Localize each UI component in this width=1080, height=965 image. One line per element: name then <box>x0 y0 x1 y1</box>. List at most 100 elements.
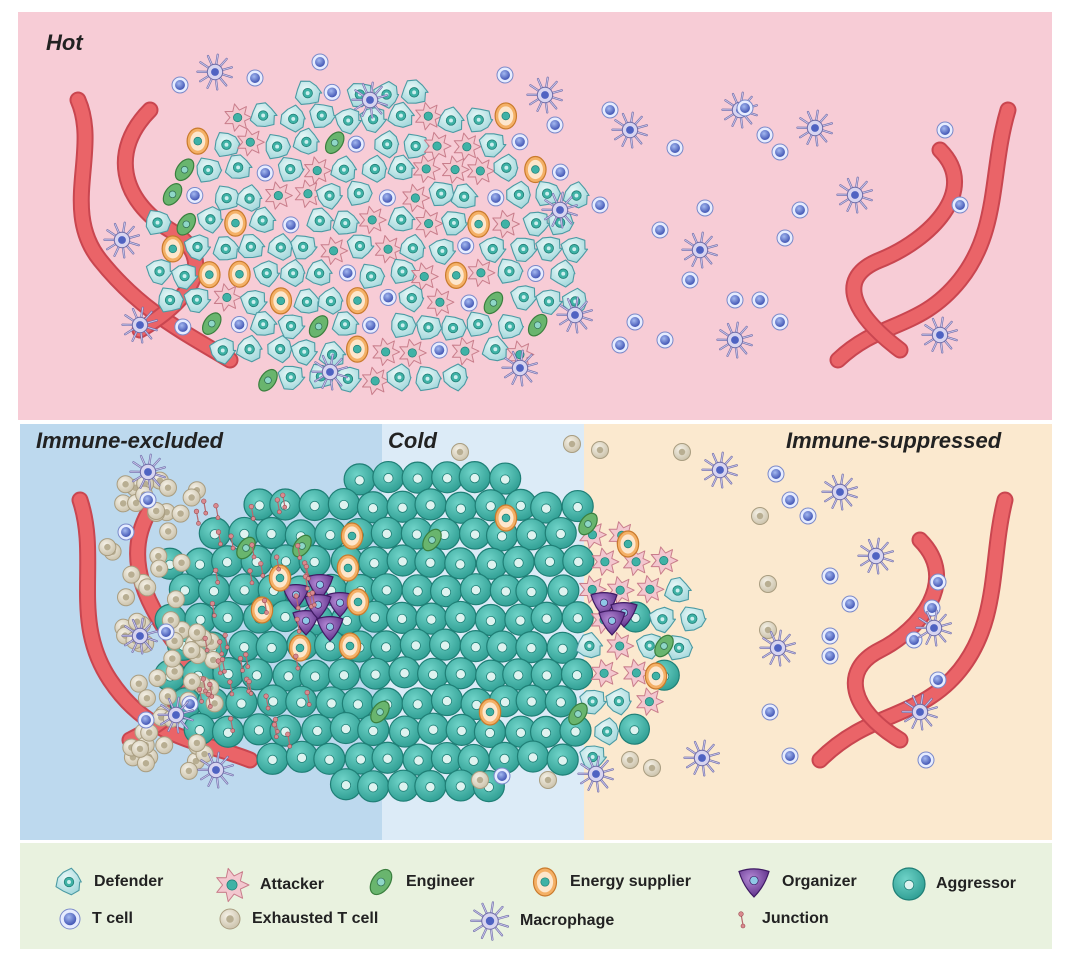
defender-cell <box>442 363 469 392</box>
attacker-cell <box>359 205 387 235</box>
aggressor-cell <box>559 714 592 747</box>
engineer-cell <box>578 512 598 536</box>
aggressor-cell <box>515 574 548 608</box>
legend-item-attacker: Attacker <box>212 865 324 905</box>
energy-cell <box>268 564 292 592</box>
defender-cell <box>145 209 172 236</box>
junction-mark <box>249 542 257 560</box>
aggressor-cell <box>344 742 377 775</box>
junction-mark <box>222 632 230 650</box>
legend-item-exhausted-t-cell: Exhausted T cell <box>216 905 378 933</box>
aggressor-cell <box>486 630 519 663</box>
junction-mark <box>303 563 311 581</box>
tcell-cell <box>137 711 155 729</box>
macrophage-cell <box>197 751 234 789</box>
macrophage-cell <box>796 109 833 147</box>
attacker-cell <box>415 209 444 238</box>
defender-cell <box>277 314 306 340</box>
defender-cell <box>277 156 305 182</box>
aggressor-cell <box>429 575 463 608</box>
attacker-cell <box>362 366 390 396</box>
macrophage-cell <box>526 76 563 114</box>
junction-mark <box>274 554 281 572</box>
defender-cell <box>214 185 241 211</box>
tcell-cell <box>139 491 157 509</box>
defender-cell <box>277 365 306 391</box>
tcell-cell <box>460 294 478 312</box>
t-cell-icon <box>59 908 81 930</box>
tcell-cell <box>457 237 475 255</box>
engineer-cell <box>236 536 256 560</box>
defender-cell <box>391 312 417 338</box>
tcell-cell <box>282 216 300 234</box>
tcell-cell <box>771 313 789 331</box>
engineer-cell <box>174 158 195 182</box>
aggressor-cell <box>228 630 261 663</box>
organizer-cell <box>306 574 334 600</box>
tcell-cell <box>493 767 511 785</box>
aggressor-cell <box>415 602 448 635</box>
junction-mark <box>201 498 209 516</box>
tcell-cell <box>379 288 397 306</box>
defender-cell <box>522 211 551 237</box>
defender-cell <box>309 103 337 129</box>
defender-cell <box>387 206 416 232</box>
exhausted-cell <box>471 771 489 789</box>
legend-item-junction: Junction <box>730 905 829 933</box>
defender-cell <box>667 635 694 661</box>
tcell-cell <box>171 76 189 94</box>
exhausted-cell <box>148 668 167 687</box>
exhausted-cell <box>166 590 185 609</box>
attacker-cell <box>426 288 455 317</box>
legend-label-junction: Junction <box>762 910 829 927</box>
attacker-cell <box>591 659 619 688</box>
defender-cell <box>478 236 507 264</box>
exhausted-cell <box>621 751 639 769</box>
tcell-cell <box>186 186 204 204</box>
tcell-cell <box>656 331 674 349</box>
junction-mark <box>247 568 255 586</box>
aggressor-cell <box>504 715 537 748</box>
exhausted-cell <box>117 588 136 607</box>
aggressor-cell <box>458 517 492 550</box>
junction-mark <box>217 639 225 657</box>
aggressor-cell <box>399 628 432 661</box>
defender-cell <box>506 180 531 209</box>
junction-mark <box>280 492 288 510</box>
macrophage-cell <box>915 609 952 647</box>
engineer-cell <box>176 212 197 236</box>
attacker-cell <box>606 631 635 661</box>
exhausted-cell <box>751 507 769 525</box>
legend-item-t-cell: T cell <box>56 905 133 933</box>
aggressor-cell <box>370 573 403 606</box>
aggressor-cell <box>504 603 537 636</box>
tcell-cell <box>339 264 357 282</box>
tcell-cell <box>157 623 175 641</box>
exhausted-cell <box>539 771 557 789</box>
defender-cell <box>145 259 174 286</box>
tcell-cell <box>174 318 192 336</box>
aggressor-cell <box>414 488 447 521</box>
attacker-cell <box>374 235 403 264</box>
aggressor-cell <box>444 657 477 690</box>
legend-item-energy-supplier: Energy supplier <box>528 865 691 899</box>
aggressor-cell <box>561 489 594 523</box>
macrophage-cell <box>759 629 796 667</box>
aggressor-cell <box>546 743 579 776</box>
defender-cell <box>249 102 278 128</box>
defender-cell <box>293 288 322 314</box>
aggressor-cell <box>546 631 579 664</box>
defender-cell <box>510 237 538 263</box>
defender-cell <box>497 314 525 340</box>
tcell-cell <box>591 196 609 214</box>
panel-label-immune-suppressed: Immune-suppressed <box>786 428 1002 453</box>
energy-cell <box>345 335 369 363</box>
defender-cell <box>386 363 412 392</box>
tcell-cell <box>821 627 839 645</box>
defender-cell <box>267 233 294 261</box>
aggressor-cell <box>359 657 392 690</box>
energy-cell <box>494 504 518 532</box>
defender-cell <box>605 687 632 716</box>
defender-cell <box>315 182 343 210</box>
